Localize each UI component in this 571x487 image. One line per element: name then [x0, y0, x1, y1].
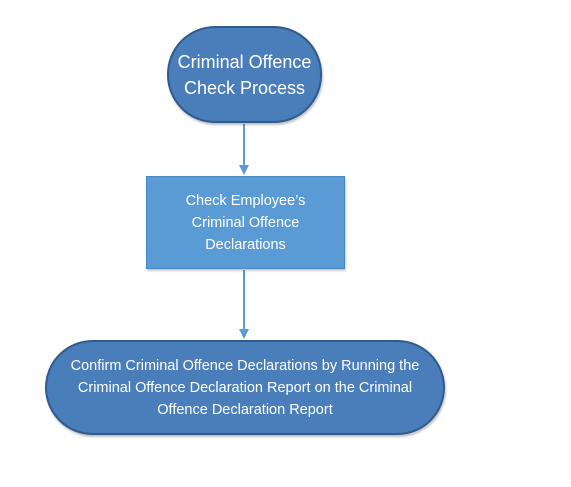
- end-node-label: Confirm Criminal Offence Declarations by…: [70, 357, 420, 418]
- process-node-label: Check Employee’s Criminal Offence Declar…: [185, 192, 306, 253]
- start-node: Criminal Offence Check Process: [167, 26, 322, 123]
- process-node: Check Employee’s Criminal Offence Declar…: [146, 176, 345, 269]
- start-node-label: Criminal Offence Check Process: [177, 51, 312, 98]
- end-node: Confirm Criminal Offence Declarations by…: [45, 340, 445, 435]
